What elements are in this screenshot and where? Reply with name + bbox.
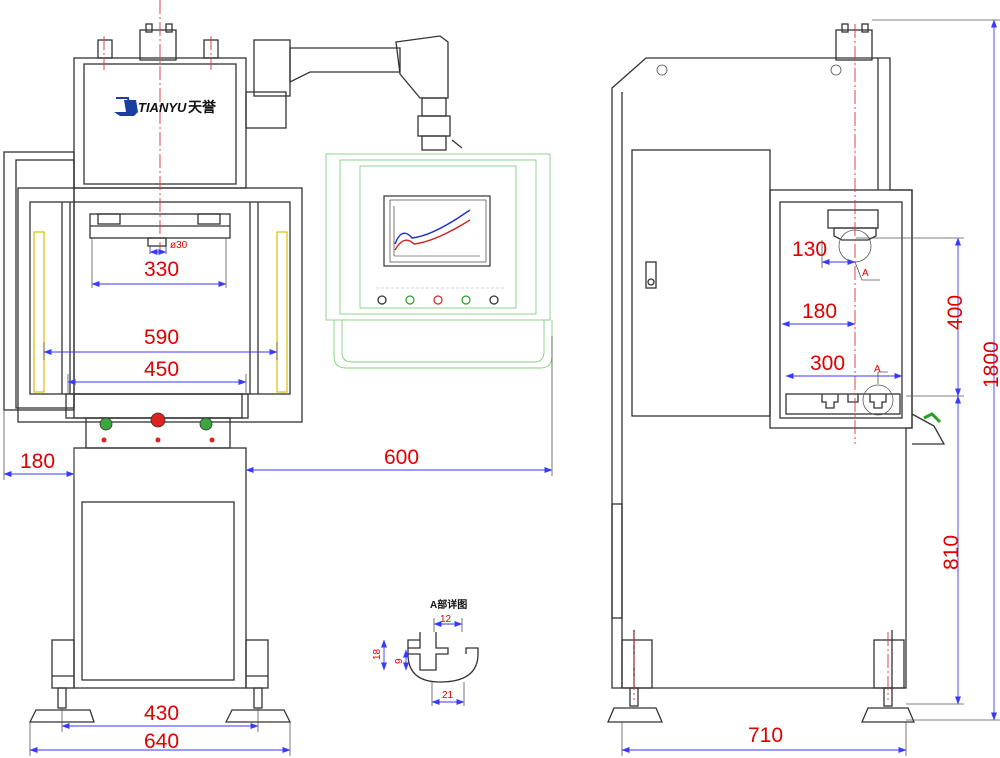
dim-180-side: 180: [802, 300, 837, 323]
detail-dim-12: 12: [440, 614, 452, 625]
dim-430: 430: [144, 702, 179, 725]
dim-400: 400: [944, 295, 967, 330]
dim-590: 590: [144, 326, 179, 349]
front-view: [3, 0, 553, 756]
brand-logo: TIANYU 天誉: [114, 97, 217, 116]
dim-710: 710: [748, 724, 783, 747]
dim-throat-dia: ø30: [170, 240, 188, 251]
dim-300: 300: [810, 352, 845, 375]
dim-1800: 1800: [980, 341, 1000, 388]
dim-180-front: 180: [20, 450, 55, 473]
dim-810: 810: [940, 535, 963, 570]
detail-dim-18: 18: [372, 648, 383, 660]
control-panel: [325, 153, 553, 369]
dim-600: 600: [384, 446, 419, 469]
dim-450: 450: [144, 358, 179, 381]
section-mark-a-bottom: A: [874, 364, 881, 375]
dim-640: 640: [144, 730, 179, 753]
detail-title: A部详图: [430, 598, 467, 611]
dim-130: 130: [792, 238, 827, 261]
dim-330: 330: [144, 258, 179, 281]
brand-text-cn: 天誉: [188, 99, 217, 115]
section-mark-a-top: A: [862, 268, 869, 279]
dimension-labels: 330 ø30 590 450 180 600 430 640 130 180 …: [20, 238, 1000, 753]
detail-dim-21: 21: [442, 690, 454, 701]
brand-text: TIANYU: [138, 100, 187, 115]
detail-dim-9: 9: [394, 658, 405, 664]
side-view: [607, 19, 1000, 756]
detail-a: A部详图 12 18 9 21: [372, 598, 479, 706]
